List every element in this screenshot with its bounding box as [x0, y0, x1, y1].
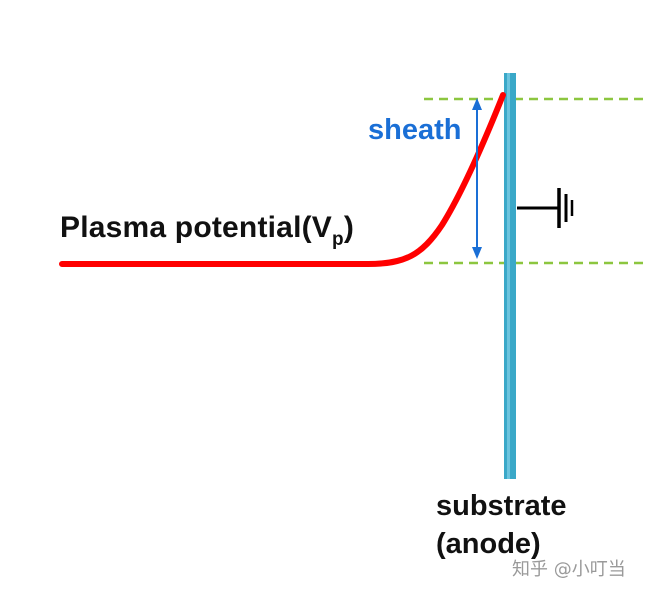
substrate-label-line2: (anode)	[436, 528, 541, 560]
substrate-label-line1: substrate	[436, 490, 567, 522]
substrate-label: substrate (anode)	[436, 487, 567, 563]
plasma-potential-curve	[59, 92, 506, 267]
watermark: 知乎 @小叮当	[512, 559, 626, 580]
ground-symbol-icon	[517, 188, 574, 228]
double-headed-arrow-icon	[472, 98, 482, 259]
substrate-bar-highlight	[507, 73, 510, 479]
sheath-label: sheath	[368, 114, 462, 146]
plasma-potential-label: Plasma potential(Vp)	[60, 211, 355, 250]
